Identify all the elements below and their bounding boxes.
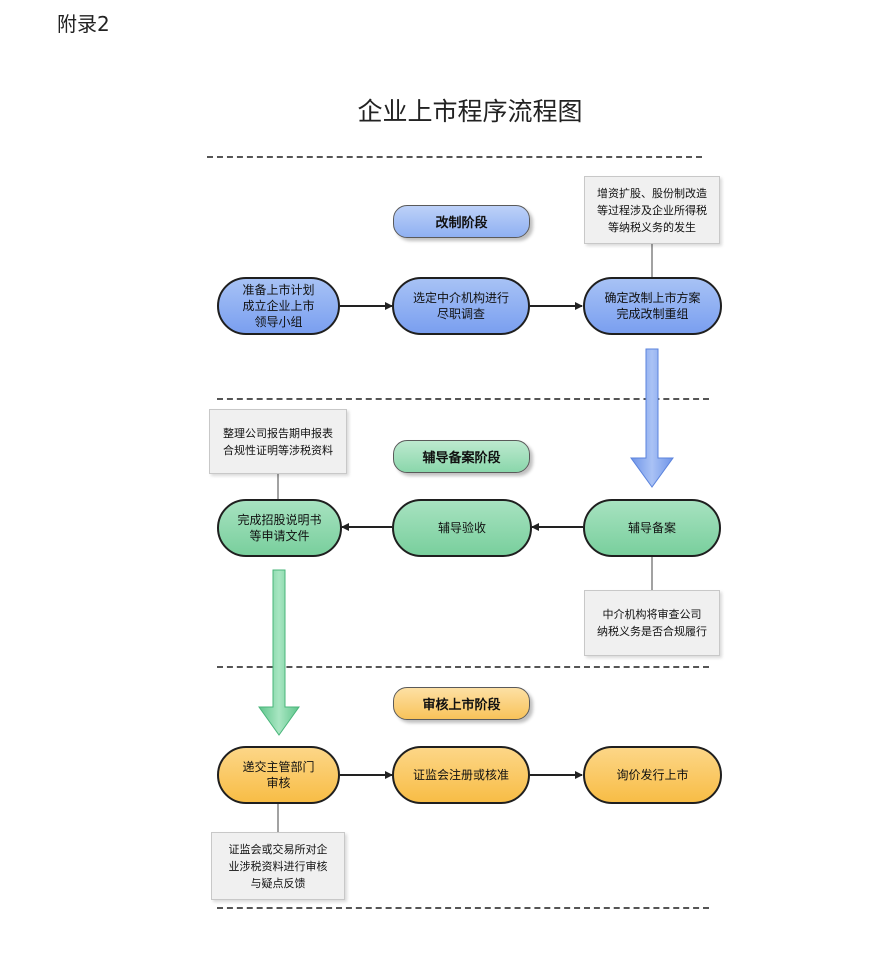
node-submit-review: 递交主管部门 审核 [217, 746, 340, 804]
node-counseling-acceptance: 辅导验收 [392, 499, 532, 557]
node-prepare-plan: 准备上市计划 成立企业上市 领导小组 [217, 277, 340, 335]
node-confirm-plan: 确定改制上市方案 完成改制重组 [583, 277, 722, 335]
stage-label-counseling: 辅导备案阶段 [393, 440, 530, 473]
stage-label-review: 审核上市阶段 [393, 687, 530, 720]
note-review: 证监会或交易所对企 业涉税资料进行审核 与疑点反馈 [211, 832, 345, 900]
appendix-label: 附录2 [57, 12, 110, 36]
node-counseling-filing: 辅导备案 [583, 499, 721, 557]
stage-label-reform: 改制阶段 [393, 205, 530, 238]
big-arrow-blue [630, 348, 674, 488]
note-counseling-bottom: 中介机构将审查公司 纳税义务是否合规履行 [584, 590, 720, 656]
separator-top [207, 156, 702, 158]
separator-1 [217, 398, 709, 400]
page-title: 企业上市程序流程图 [357, 97, 583, 126]
node-select-agency: 选定中介机构进行 尽职调查 [392, 277, 530, 335]
separator-2 [217, 666, 709, 668]
node-csrc-registration: 证监会注册或核准 [392, 746, 530, 804]
node-ipo-listing: 询价发行上市 [583, 746, 722, 804]
separator-bottom [217, 907, 709, 909]
note-counseling-top: 整理公司报告期申报表 合规性证明等涉税资料 [209, 409, 347, 474]
big-arrow-green [258, 569, 300, 736]
note-reform: 增资扩股、股份制改造 等过程涉及企业所得税 等纳税义务的发生 [584, 176, 720, 244]
node-prospectus: 完成招股说明书 等申请文件 [217, 499, 342, 557]
